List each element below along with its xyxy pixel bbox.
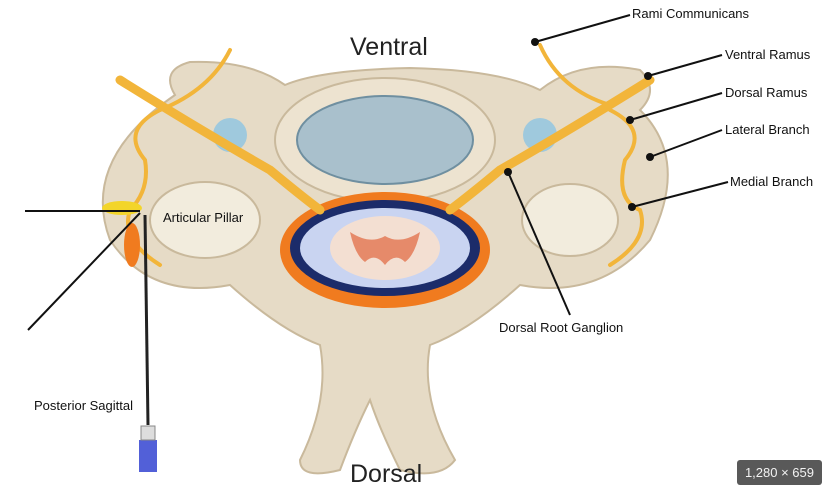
target-yellow <box>102 201 142 215</box>
intervertebral-disc <box>297 96 473 184</box>
ventral-ramus-label: Ventral Ramus <box>725 47 810 62</box>
posterior-sagittal-label: Posterior Sagittal <box>34 398 133 413</box>
lateral-branch-label: Lateral Branch <box>725 122 810 137</box>
rami-communicans-label: Rami Communicans <box>632 6 749 21</box>
articular-pillar-label: Articular Pillar <box>163 210 243 225</box>
ventral-label: Ventral <box>350 33 428 61</box>
medial-branch-label: Medial Branch <box>730 174 813 189</box>
needle-hub <box>139 440 157 472</box>
needle-collar <box>141 426 155 440</box>
image-size-badge: 1,280 × 659 <box>737 460 822 485</box>
target-orange <box>124 223 140 267</box>
dorsal-label: Dorsal <box>350 460 422 488</box>
dorsal-ramus-label: Dorsal Ramus <box>725 85 807 100</box>
articular-pillar-right <box>522 184 618 256</box>
dorsal-root-ganglion-label: Dorsal Root Ganglion <box>499 320 623 335</box>
